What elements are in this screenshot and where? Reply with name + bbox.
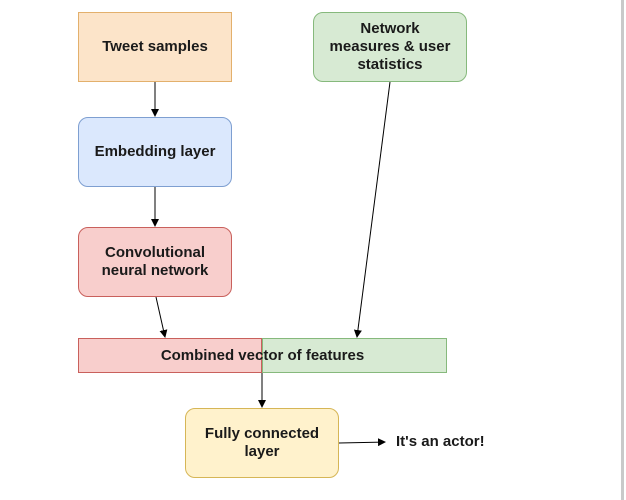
network-measures-label: Network measures & user statistics	[329, 20, 451, 73]
tweet-samples-node: Tweet samples	[78, 12, 232, 82]
tweet-samples-label: Tweet samples	[102, 38, 208, 55]
arrow-cnn-to-combined	[155, 296, 168, 338]
combined-vector-label: Combined vector of features	[160, 346, 365, 364]
combined-vector-node: Combined vector of features	[78, 338, 447, 373]
fully-connected-node: Fully connected layer	[185, 408, 339, 478]
combined-vector-text-part	[78, 338, 262, 373]
scrollbar[interactable]	[621, 0, 624, 500]
combined-vector-network-part	[262, 338, 447, 373]
output-label: It's an actor!	[396, 433, 485, 450]
fully-connected-label: Fully connected layer	[204, 425, 320, 460]
embedding-layer-label: Embedding layer	[94, 143, 216, 160]
arrow-network-to-combined	[353, 81, 391, 338]
cnn-node: Convolutional neural network	[78, 227, 232, 297]
cnn-label: Convolutional neural network	[101, 244, 209, 279]
arrow-fc-to-output	[338, 438, 386, 447]
network-measures-node: Network measures & user statistics	[313, 12, 467, 82]
embedding-layer-node: Embedding layer	[78, 117, 232, 187]
